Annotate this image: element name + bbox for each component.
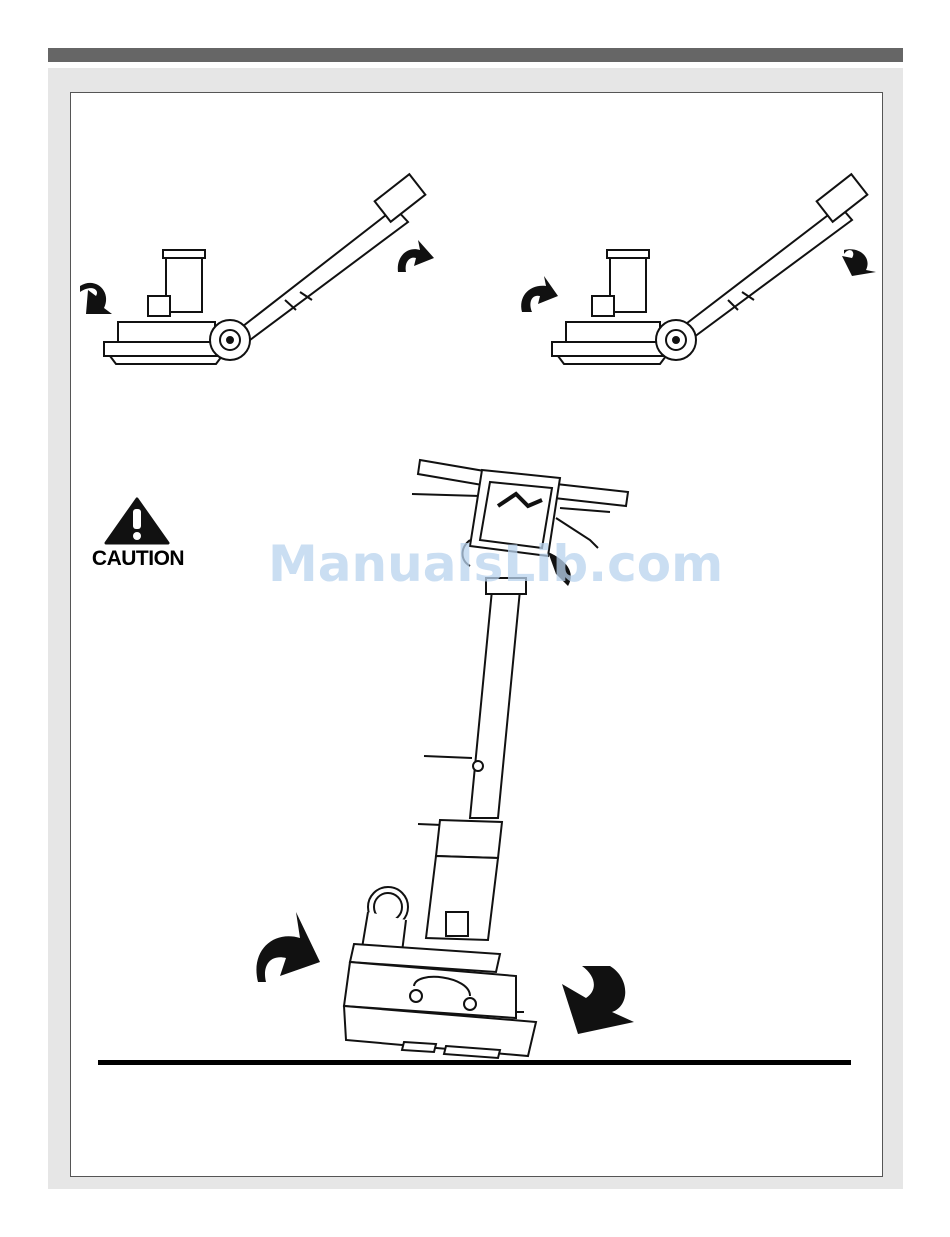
caution-warning: CAUTION (86, 497, 190, 575)
header-bar (48, 48, 903, 62)
warning-triangle-icon (104, 497, 170, 545)
caution-label: CAUTION (86, 547, 190, 571)
content-panel (70, 92, 883, 1177)
ground-line (98, 1060, 851, 1065)
